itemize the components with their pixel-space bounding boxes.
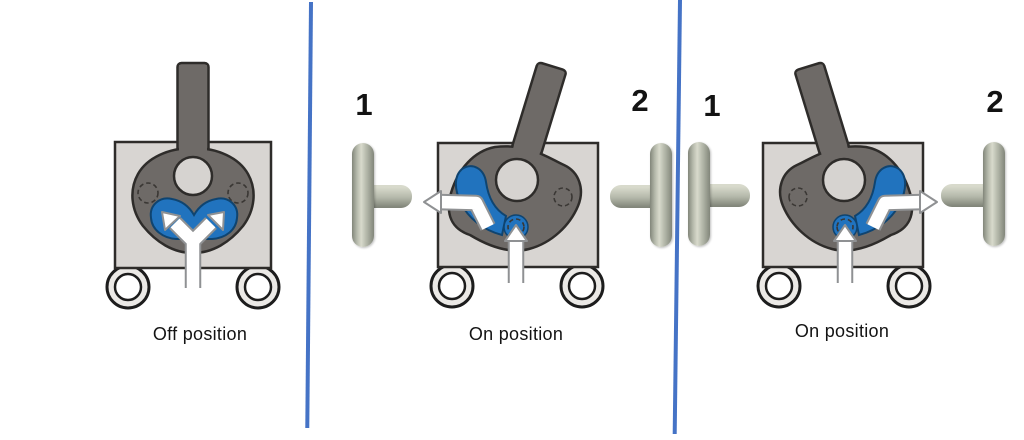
port-1-stub: [706, 184, 750, 207]
port-2-tube: [983, 142, 1005, 246]
panel-divider-1: [305, 2, 313, 429]
valve-on-left-illustration: [420, 55, 612, 315]
caption-on-position-2: On position: [794, 321, 890, 341]
port-2-stub: [941, 184, 985, 207]
port-1-label: 1: [355, 87, 373, 122]
port-2-label: 2: [986, 84, 1004, 119]
valve-on-graphic-mirrored: [758, 62, 937, 307]
valve-on-graphic: [424, 62, 603, 307]
valve-on-right-illustration: [743, 55, 943, 315]
port-1-tube: [352, 143, 374, 247]
valve-off-illustration: [95, 50, 295, 320]
port-2-tube: [650, 143, 672, 247]
caption-off-position: Off position: [152, 324, 248, 344]
port-1-stub: [368, 185, 412, 208]
valve-off-graphic: [107, 63, 279, 308]
panel-divider-2: [672, 0, 682, 435]
port-1-tube: [688, 142, 710, 246]
port-2-stub: [610, 185, 654, 208]
caption-on-position-1: On position: [468, 324, 564, 344]
port-1-label: 1: [703, 88, 721, 123]
port-2-label: 2: [631, 83, 649, 118]
